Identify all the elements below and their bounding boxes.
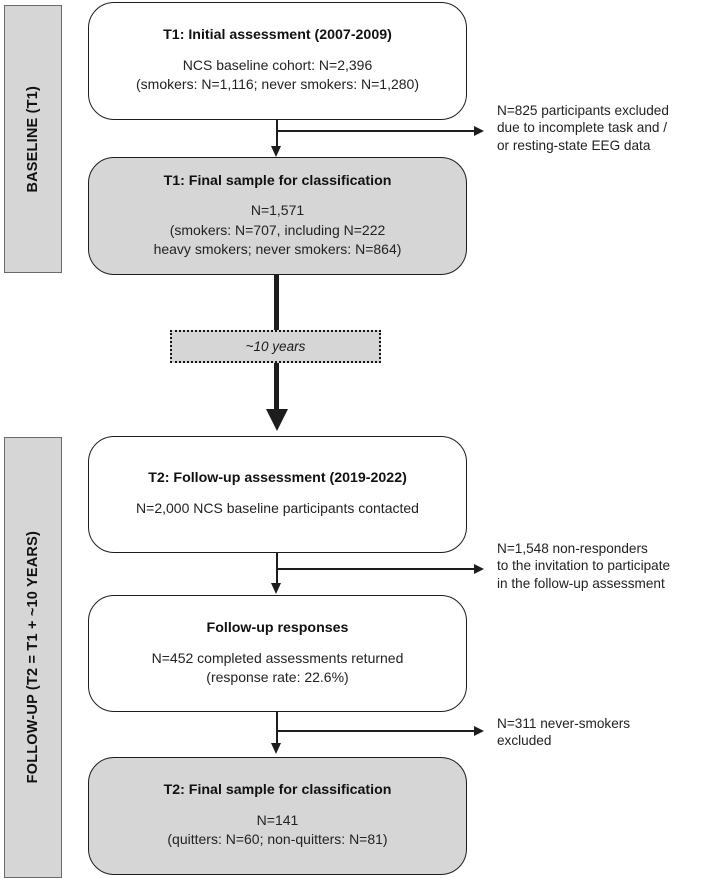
connector-non-responders xyxy=(276,568,475,570)
arrowhead-non-responders xyxy=(474,564,484,574)
box-t1-initial-title: T1: Initial assessment (2007-2009) xyxy=(163,27,392,44)
box-t2-followup-body: N=2,000 NCS baseline participants contac… xyxy=(136,500,419,517)
box-t1-final-title: T1: Final sample for classification xyxy=(163,172,392,189)
box-t1-initial-body: NCS baseline cohort: N=2,396 (smokers: N… xyxy=(136,57,419,93)
phase-bar-followup: FOLLOW-UP (T2 = T1 + ~10 YEARS) xyxy=(4,437,62,878)
arrowhead-excluded-t1 xyxy=(474,126,484,136)
interval-box-10-years: ~10 years xyxy=(170,330,381,363)
arrowhead-t2-followup-to-responses xyxy=(270,583,281,594)
note-non-responders: N=1,548 non-responders to the invitation… xyxy=(497,541,671,591)
phase-bar-followup-label: FOLLOW-UP (T2 = T1 + ~10 YEARS) xyxy=(25,531,41,784)
connector-never-smokers-excluded xyxy=(276,730,475,732)
connector-responses-to-t2-final xyxy=(276,712,278,745)
arrowhead-t1-initial-to-final xyxy=(270,146,281,157)
box-t1-initial: T1: Initial assessment (2007-2009) NCS b… xyxy=(88,2,467,120)
interval-box-label: ~10 years xyxy=(245,339,306,354)
arrowhead-decade-gap xyxy=(265,409,288,431)
phase-bar-baseline: BASELINE (T1) xyxy=(4,5,62,273)
box-followup-responses-title: Follow-up responses xyxy=(206,619,349,636)
arrowhead-responses-to-t2-final xyxy=(270,743,281,754)
box-t1-final: T1: Final sample for classification N=1,… xyxy=(88,157,467,275)
arrowhead-never-smokers-excluded xyxy=(474,726,484,736)
box-t2-final: T2: Final sample for classification N=14… xyxy=(88,757,467,875)
box-t1-final-body: N=1,571 (smokers: N=707, including N=222… xyxy=(153,202,402,258)
box-followup-responses-body: N=452 completed assessments returned (re… xyxy=(151,649,404,685)
connector-t1-initial-to-final xyxy=(276,120,278,148)
note-never-smokers-excluded: N=311 never-smokers excluded xyxy=(497,716,631,749)
box-t2-followup: T2: Follow-up assessment (2019-2022) N=2… xyxy=(88,436,467,553)
box-t2-followup-title: T2: Follow-up assessment (2019-2022) xyxy=(148,470,407,487)
connector-excluded-t1 xyxy=(276,130,475,132)
note-excluded-t1: N=825 participants excluded due to incom… xyxy=(497,103,669,153)
phase-bar-baseline-label: BASELINE (T1) xyxy=(25,85,41,193)
box-followup-responses: Follow-up responses N=452 completed asse… xyxy=(88,595,467,712)
box-t2-final-title: T2: Final sample for classification xyxy=(163,782,392,799)
box-t2-final-body: N=141 (quitters: N=60; non-quitters: N=8… xyxy=(167,812,388,848)
